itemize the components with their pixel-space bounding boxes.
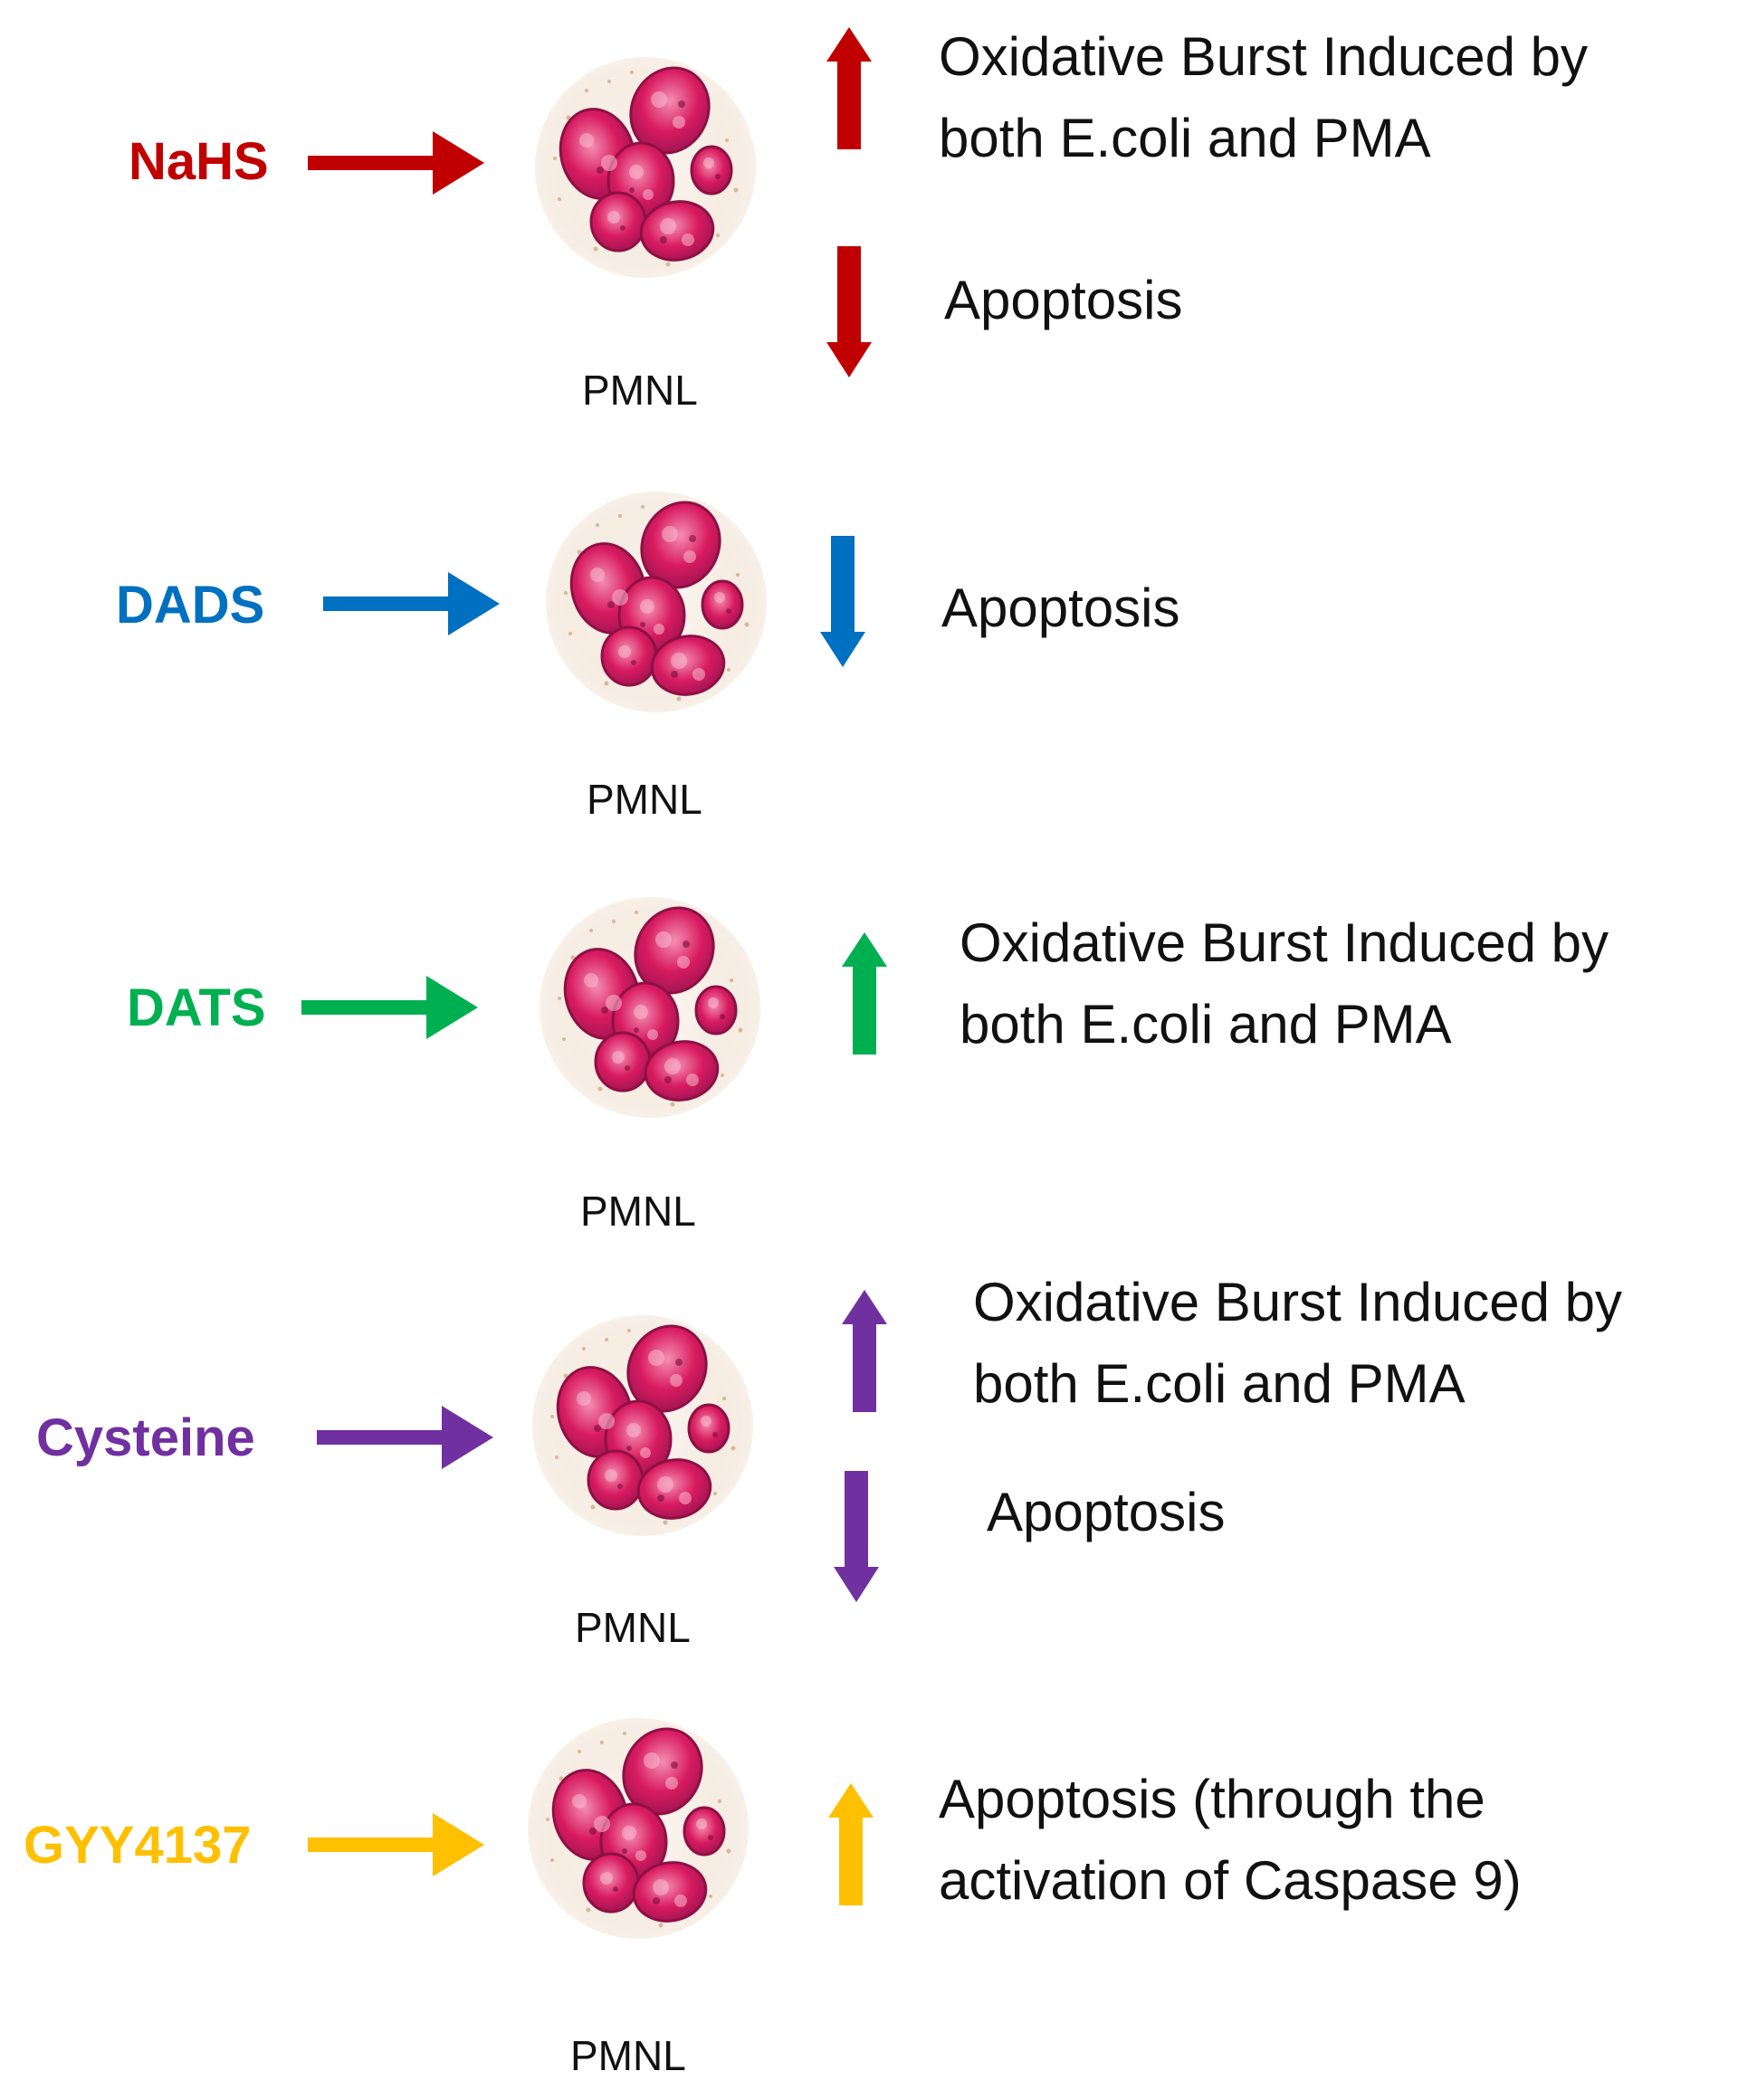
right-arrow-icon — [301, 976, 478, 1039]
compound-label: GYY4137 — [24, 1816, 252, 1875]
right-arrow-icon — [308, 131, 484, 195]
effect-line: Apoptosis — [941, 578, 1180, 638]
down-arrow-icon — [834, 1471, 879, 1602]
effect-line: both E.coli and PMA — [973, 1353, 1466, 1414]
cell-label: PMNL — [575, 1604, 691, 1651]
neutrophil-cell-icon — [544, 489, 769, 714]
compound-label: NaHS — [129, 132, 269, 191]
effect-text: Oxidative Burst Induced by both E.coli a… — [960, 902, 1609, 1065]
row-dats: DATS PMNL Oxidative Burst Induced by bot… — [0, 860, 1757, 1267]
up-arrow-icon — [842, 1290, 887, 1412]
cell-label: PMNL — [580, 1188, 696, 1235]
right-arrow-icon — [317, 1406, 493, 1469]
effect-line: both E.coli and PMA — [960, 994, 1452, 1055]
neutrophil-cell-icon — [530, 1312, 755, 1538]
up-arrow-icon — [828, 1783, 874, 1905]
right-arrow-icon — [323, 572, 500, 635]
neutrophil-cell-icon — [538, 894, 762, 1120]
effect-line: Oxidative Burst Induced by — [939, 26, 1589, 87]
up-arrow-icon — [826, 27, 872, 149]
down-arrow-icon — [820, 536, 865, 667]
effect-text: Apoptosis (through the activation of Cas… — [939, 1759, 1522, 1922]
cell-label: PMNL — [570, 2032, 686, 2079]
effect-line: Oxidative Burst Induced by — [973, 1272, 1623, 1332]
effect-line: Oxidative Burst Induced by — [960, 912, 1609, 973]
neutrophil-cell-icon — [533, 54, 758, 280]
compound-label: DATS — [127, 978, 266, 1037]
effect-text: Apoptosis — [987, 1472, 1226, 1553]
down-arrow-icon — [826, 246, 872, 377]
effect-line: Apoptosis — [987, 1482, 1226, 1542]
effect-line: activation of Caspase 9) — [939, 1850, 1522, 1911]
effect-text: Oxidative Burst Induced by both E.coli a… — [973, 1262, 1622, 1425]
row-nahs: NaHS PMNL Oxidative Burst Induced by bot… — [0, 0, 1757, 411]
effect-line: Apoptosis (through the — [939, 1769, 1485, 1829]
compound-label: Cysteine — [36, 1408, 255, 1467]
row-cysteine: Cysteine PMNL Oxidative Burst Induced by… — [0, 1267, 1757, 1675]
up-arrow-icon — [842, 932, 887, 1055]
right-arrow-icon — [308, 1813, 484, 1876]
cell-label: PMNL — [587, 776, 702, 823]
effect-line: both E.coli and PMA — [939, 108, 1431, 168]
row-gyy4137: GYY4137 PMNL Apoptosis (through the acti… — [0, 1693, 1757, 2100]
cell-label: PMNL — [582, 367, 698, 414]
effect-text: Apoptosis — [944, 260, 1183, 341]
effect-line: Apoptosis — [944, 270, 1183, 330]
compound-label: DADS — [116, 576, 265, 635]
effect-text: Apoptosis — [941, 568, 1180, 649]
effect-text: Oxidative Burst Induced by both E.coli a… — [939, 16, 1588, 179]
row-dads: DADS PMNL Apoptosis — [0, 425, 1757, 833]
neutrophil-cell-icon — [526, 1715, 750, 1941]
